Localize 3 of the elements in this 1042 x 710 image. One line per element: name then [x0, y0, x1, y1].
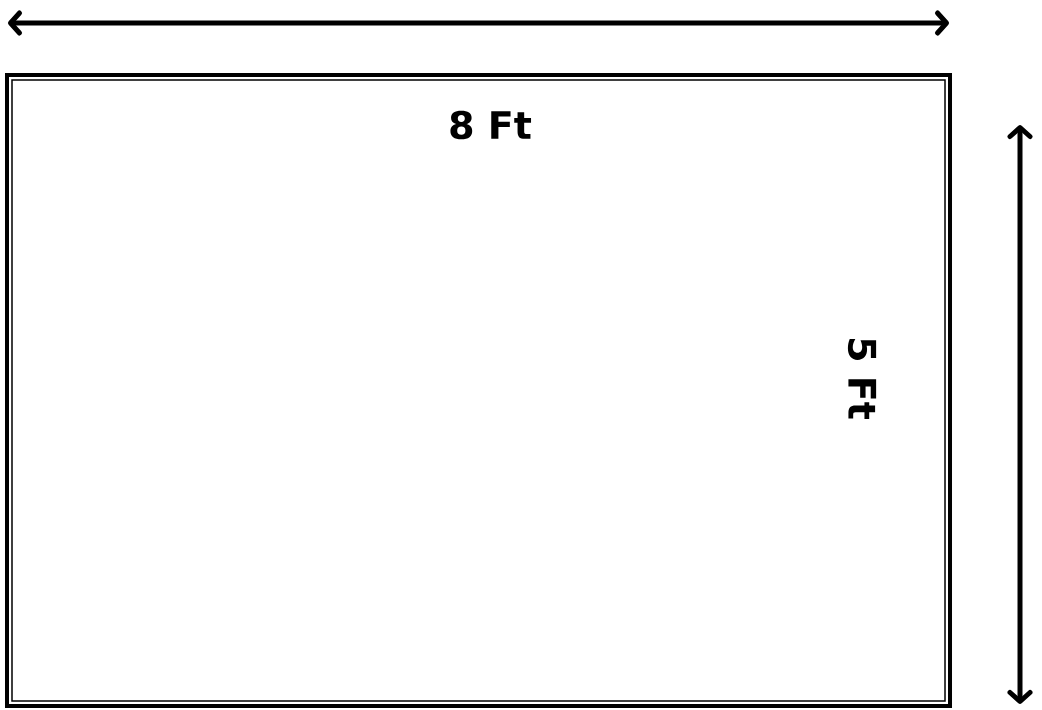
dimension-label: 8 Ft: [450, 110, 532, 140]
dimension-label: 5 Ft: [847, 339, 877, 420]
rectangle: [5, 73, 952, 708]
